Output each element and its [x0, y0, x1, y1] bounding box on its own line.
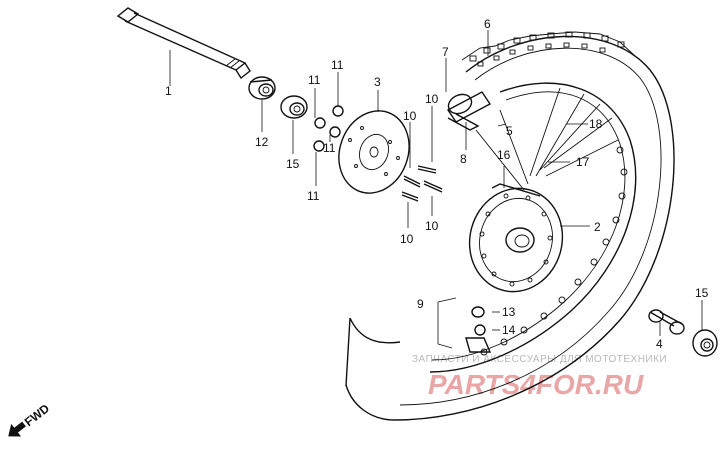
part-number-8: 8	[460, 152, 467, 166]
part-number-13: 13	[502, 305, 516, 319]
leader-lines	[169, 30, 703, 336]
fwd-label: FWD	[22, 401, 52, 429]
part-number-12: 12	[255, 135, 269, 149]
part-number-3: 3	[374, 75, 381, 89]
watermark-tagline: ЗАПЧАСТИ И АКСЕССУАРЫ ДЛЯ МОТОТЕХНИКИ	[412, 354, 667, 365]
part-number-6: 6	[484, 17, 491, 31]
bearing-left	[248, 76, 276, 100]
part-number-9: 9	[417, 297, 424, 311]
part-number-10-a: 10	[403, 109, 417, 123]
part-number-11-b: 11	[331, 58, 344, 72]
part-number-labels: 1 12 15 11 11 11 11 3 10 10 10 10 7 6 8 …	[165, 17, 709, 351]
part-number-5: 5	[506, 124, 513, 138]
part-number-14: 14	[502, 323, 516, 337]
part-number-2: 2	[594, 220, 601, 234]
part-number-11-d: 11	[307, 189, 320, 203]
collar	[648, 309, 685, 335]
part-number-11-a: 11	[308, 73, 321, 87]
part-number-17: 17	[576, 155, 590, 169]
part-number-10-c: 10	[400, 232, 414, 246]
part-number-15-left: 15	[286, 157, 300, 171]
hub	[468, 187, 564, 293]
rim	[429, 82, 637, 373]
part-number-15-right: 15	[695, 286, 709, 300]
tire	[345, 31, 675, 421]
part-number-16: 16	[497, 148, 511, 162]
rim-lock	[446, 91, 492, 131]
spoke-16	[491, 183, 541, 197]
part-number-10-b: 10	[425, 92, 439, 106]
part-number-7: 7	[442, 45, 449, 59]
part-number-18: 18	[589, 117, 603, 131]
part-number-11-c: 11	[323, 141, 336, 155]
dust-seal-left	[280, 95, 308, 119]
part-number-10-d: 10	[425, 219, 439, 233]
fwd-arrow: FWD	[8, 401, 52, 437]
bolts-10	[401, 165, 443, 202]
valve-group	[437, 297, 492, 353]
axle	[116, 7, 251, 80]
brake-disc	[338, 110, 410, 194]
part-number-4: 4	[656, 337, 663, 351]
spokes	[475, 87, 619, 191]
nuts-11	[313, 105, 344, 152]
part-number-1: 1	[165, 84, 172, 98]
dust-seal-right	[692, 329, 718, 357]
